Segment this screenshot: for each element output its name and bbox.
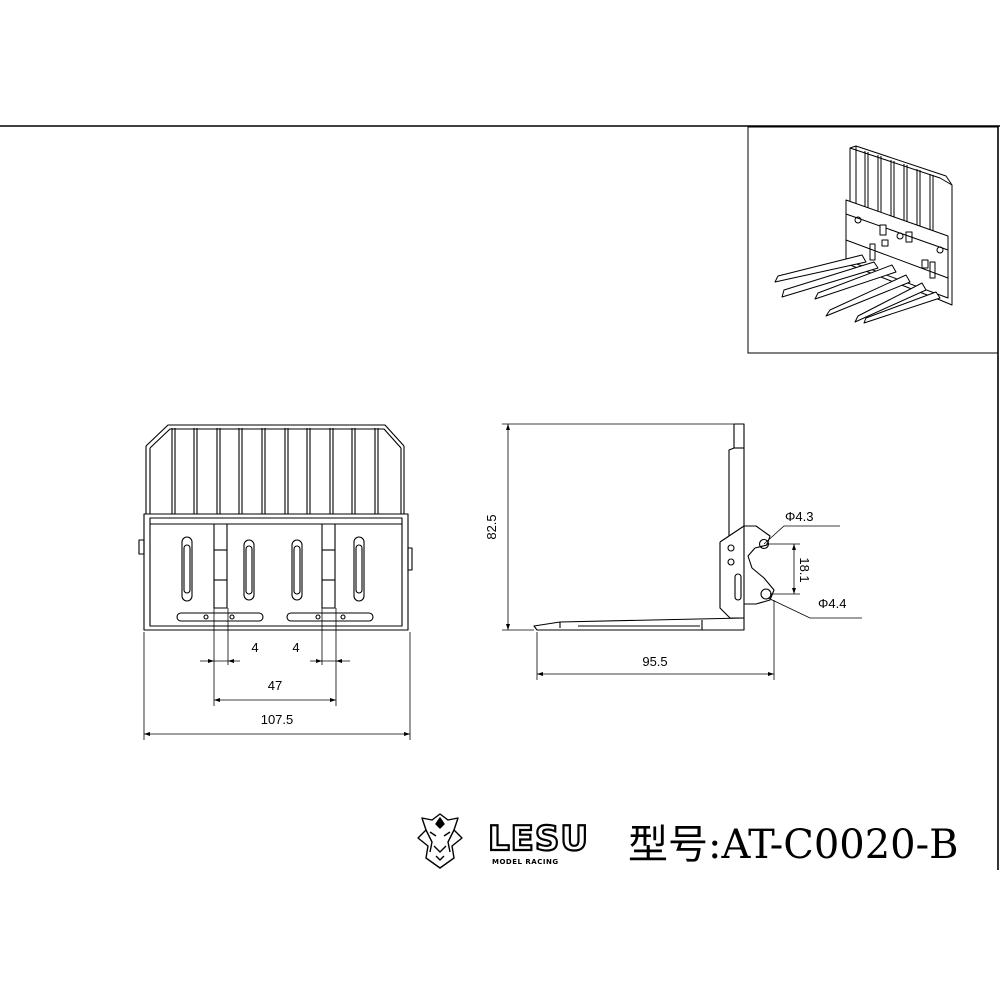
title-block: LESU MODEL RACING 型号:AT-C0020-B bbox=[417, 813, 959, 869]
dim-side-hole-bottom: Φ4.4 bbox=[818, 596, 846, 611]
dim-front-small-left: 4 bbox=[251, 640, 258, 655]
front-slots bbox=[181, 536, 365, 602]
front-dimensions bbox=[143, 608, 411, 740]
front-view bbox=[138, 424, 413, 631]
dim-side-hole-top: Φ4.3 bbox=[785, 509, 813, 524]
dim-side-height: 82.5 bbox=[484, 514, 499, 539]
brand-subtitle: MODEL RACING bbox=[492, 858, 559, 866]
brand-name: LESU bbox=[488, 819, 589, 859]
model-number: 型号:AT-C0020-B bbox=[628, 822, 959, 868]
iso-fork-arms bbox=[774, 254, 941, 324]
front-fork-uprights bbox=[213, 523, 336, 609]
side-view bbox=[533, 423, 775, 631]
dim-side-length: 95.5 bbox=[642, 654, 667, 669]
dim-front-small-right: 4 bbox=[292, 640, 299, 655]
dim-front-middle: 47 bbox=[268, 678, 282, 693]
lion-head-logo bbox=[417, 813, 463, 869]
dim-front-overall: 107.5 bbox=[261, 712, 294, 727]
isometric-view bbox=[774, 145, 953, 324]
sheet-frame bbox=[0, 125, 1000, 870]
side-dimensions bbox=[502, 423, 862, 680]
front-vertical-bars bbox=[171, 428, 379, 516]
dim-side-hole-spacing: 18.1 bbox=[797, 557, 812, 582]
